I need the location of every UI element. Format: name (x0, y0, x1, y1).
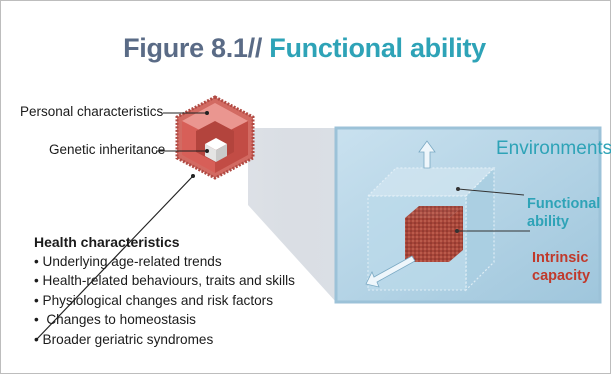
personal-characteristics-cube (175, 95, 255, 180)
environments-label: Environments (496, 138, 611, 159)
projection-beam (248, 128, 336, 302)
genetic-inheritance-cube (205, 138, 227, 162)
arrow-up-icon (418, 140, 436, 169)
functional-leader (457, 188, 525, 196)
genetic-inheritance-label: Genetic inheritance (49, 142, 166, 157)
arrow-down-left-icon (365, 255, 416, 288)
figure-number: Figure 8.1// (123, 33, 263, 63)
health-characteristics-title: Health characteristics (34, 234, 180, 250)
health-characteristics-list: Underlying age-related trends Health-rel… (34, 252, 295, 349)
figure-title: Figure 8.1// Functional ability (0, 33, 609, 64)
list-item: Changes to homeostasis (34, 310, 295, 329)
figure-name: Functional ability (269, 33, 486, 63)
environment-box (334, 126, 602, 304)
list-item: Physiological changes and risk factors (34, 291, 295, 310)
list-item: Broader geriatric syndromes (34, 330, 295, 349)
personal-characteristics-label: Personal characteristics (20, 104, 164, 119)
intrinsic-capacity-label: Intrinsic capacity (532, 250, 591, 284)
functional-ability-label: Functional ability (527, 196, 601, 230)
list-item: Health-related behaviours, traits and sk… (34, 271, 295, 290)
list-item: Underlying age-related trends (34, 252, 295, 271)
intrinsic-capacity-cube (405, 206, 463, 262)
